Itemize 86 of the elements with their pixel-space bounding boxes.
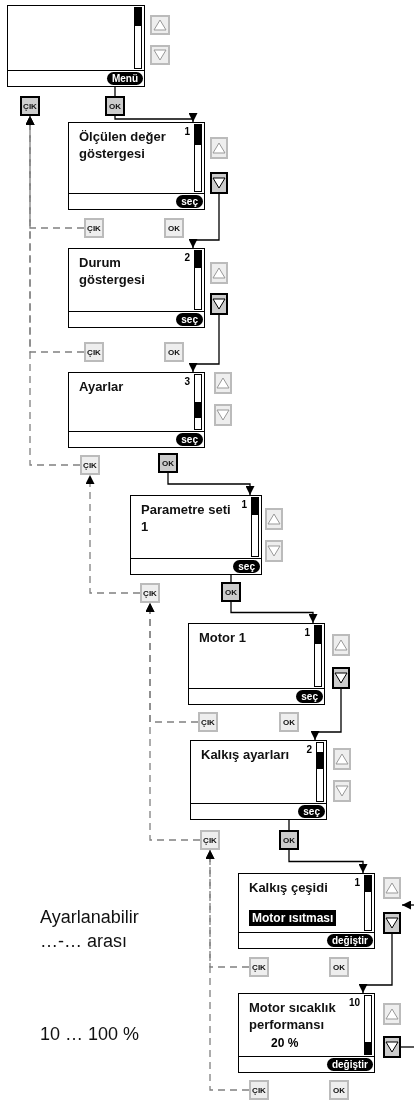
softkey-label: değiştir [326,1058,373,1071]
ok-button: OK [329,1080,349,1100]
ok-button: OK [279,712,299,732]
scroll-up-button [333,748,351,770]
screen-title: Kalkış ayarları [201,746,291,763]
softkey-label: seç [176,313,203,326]
screen-title: Durum göstergesi [79,254,146,288]
display-screen [68,248,205,328]
connector-line [400,1046,414,1048]
scroll-down-button [214,404,232,426]
scroll-down-button [265,540,283,562]
exit-button: ÇIK [249,957,269,977]
display-screen [7,5,145,87]
dashed-arrow [145,602,201,841]
range-note: 10 … 100 % [40,1023,141,1046]
softkey-label: seç [176,195,203,208]
display-screen [130,495,262,575]
screen-title: Ölçülen değer göstergesi [79,128,167,162]
softkey-label: seç [298,805,325,818]
value-text: 20 % [271,1036,299,1050]
menu-number: 1 [241,499,247,510]
display-screen [238,993,375,1073]
scroll-down-button [332,667,350,689]
arrow [401,900,414,910]
softkey-label: değiştir [326,934,373,947]
arrow [188,193,220,249]
menu-number: 1 [304,627,310,638]
menu-number: 2 [184,252,190,263]
exit-button: ÇIK [84,218,104,238]
menu-number: 10 [348,997,360,1008]
arrow [358,933,393,994]
scroll-down-button [383,912,401,934]
screen-title: Ayarlar [79,378,125,395]
arrow [288,849,368,874]
selected-option: Motor ısıtması [249,910,337,926]
display-screen [190,740,327,820]
scroll-down-button [210,172,228,194]
arrow [230,601,318,624]
arrow [188,314,220,373]
scroll-up-button [383,1003,401,1025]
exit-button: ÇIK [200,830,220,850]
screen-title: Motor 1 [199,629,247,646]
softkey-label: seç [233,560,260,573]
exit-button: ÇIK [140,583,160,603]
softkey-label: Menü [106,72,143,85]
screen-title: Parametre seti 1 [141,501,232,535]
ok-button: OK [158,453,178,473]
arrow [167,472,255,496]
softkey-label: seç [176,433,203,446]
menu-number: 2 [306,744,312,755]
ok-button: OK [329,957,349,977]
scroll-up-button [332,634,350,656]
scroll-down-button [210,293,228,315]
ok-button: OK [105,96,125,116]
screen-title: Kalkış çeşidi [249,879,329,896]
range-note: Ayarlanabilir …-… arası [40,906,140,953]
scroll-up-button [214,372,232,394]
screen-title: Motor sıcaklık performansı [249,999,337,1033]
exit-button: ÇIK [80,455,100,475]
dashed-arrow [25,115,81,466]
exit-button: ÇIK [198,712,218,732]
scroll-up-button [210,137,228,159]
display-screen [188,623,325,705]
scroll-up-button [383,877,401,899]
ok-button: OK [164,218,184,238]
arrow [310,688,342,741]
scroll-down-button [383,1036,401,1058]
exit-button: ÇIK [249,1080,269,1100]
scroll-up-button [265,508,283,530]
ok-button: OK [221,582,241,602]
softkey-label: seç [296,690,323,703]
menu-number: 1 [184,126,190,137]
scroll-down-button [333,780,351,802]
ok-button: OK [164,342,184,362]
exit-button: ÇIK [20,96,40,116]
scroll-up-button [210,262,228,284]
display-screen [238,873,375,949]
display-screen [68,122,205,210]
dashed-arrow [205,849,250,1091]
menu-number: 3 [184,376,190,387]
arrow [114,113,198,123]
display-screen [68,372,205,448]
menu-number: 1 [354,877,360,888]
ok-button: OK [279,830,299,850]
exit-button: ÇIK [84,342,104,362]
dashed-arrow [85,474,141,594]
